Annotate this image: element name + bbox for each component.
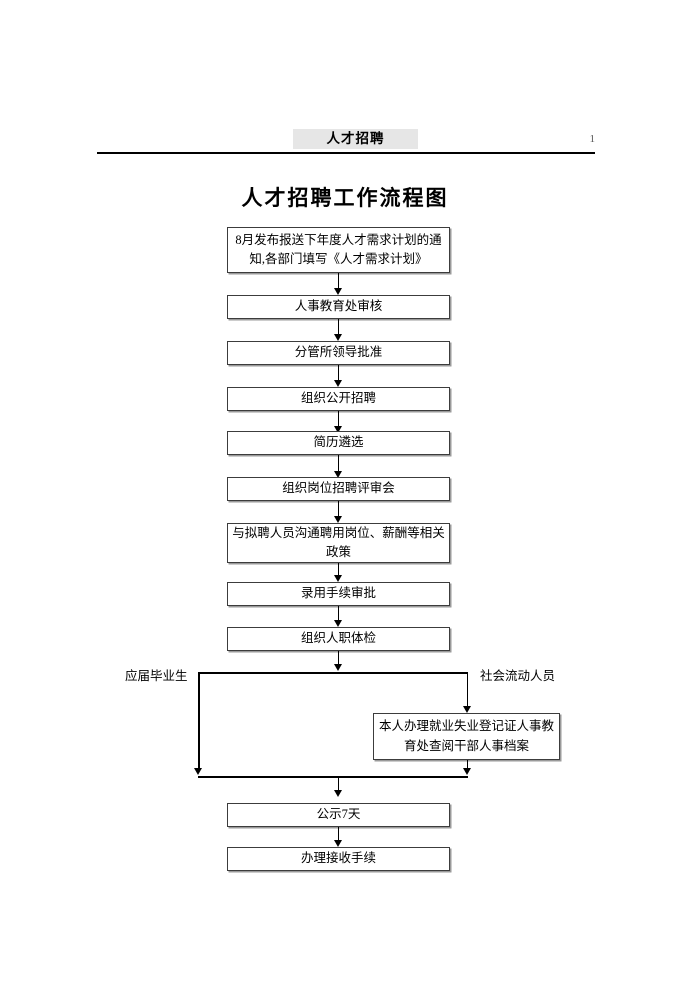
flow-node-label: 人事教育处审核 [294,299,383,314]
header-title: 人才招聘 [293,129,418,149]
connector-n7-n8 [337,563,340,575]
arrowhead-n5-n6 [333,471,342,478]
arrowhead-n1-n2 [333,288,342,295]
branch-label-social-personnel: 社会流动人员 [480,669,556,683]
arrowhead-n3-n4 [333,380,342,387]
flow-node-label: 组织岗位招聘评审会 [282,481,395,496]
flow-node-label: 分管所领导批准 [294,345,383,360]
arrowhead-n6-n7 [333,516,342,523]
connector-n3-n4 [337,365,340,380]
connector-n8-n9 [337,606,340,620]
flow-node-public-recruitment: 组织公开招聘 [227,387,450,411]
split-bar [198,672,468,674]
arrowhead-left-branch [194,768,203,775]
connector-right-branch-bottom [466,760,469,768]
arrowhead-n9-split [333,664,342,671]
flow-node-medical-exam: 组织人职体检 [227,627,450,651]
flow-node-review-meeting: 组织岗位招聘评审会 [227,477,450,501]
flow-node-label: 简历遴选 [313,435,364,450]
flow-node-hr-review: 人事教育处审核 [227,295,450,319]
connector-n4-n5 [337,411,340,426]
connector-n2-n3 [337,319,340,334]
arrowhead-n4-n5 [333,426,342,433]
flow-node-label: 与拟聘人员沟通聘用岗位、薪酬等相关政策 [232,525,445,559]
connector-n9-split [337,651,340,664]
flow-node-public-notice: 公示7天 [227,803,450,827]
page-title: 人才招聘工作流程图 [241,186,449,210]
flow-node-label: 组织公开招聘 [300,391,376,406]
flow-node-label: 办理接收手续 [300,851,376,866]
arrowhead-right-branch-top [462,706,471,713]
flow-node-requirement-plan: 8月发布报送下年度人才需求计划的通知,各部门填写《人才需求计划》 [227,227,450,273]
flow-node-hiring-approval: 录用手续审批 [227,582,450,606]
flow-node-label: 8月发布报送下年度人才需求计划的通知,各部门填写《人才需求计划》 [235,232,442,266]
connector-n6-n7 [337,501,340,516]
page-header: 人才招聘 1 [97,126,595,156]
connector-right-branch-top [466,672,469,706]
arrowhead-n2-n3 [333,334,342,341]
flow-node-label: 录用手续审批 [300,586,376,601]
flow-node-label: 组织人职体检 [300,631,376,646]
branch-label-fresh-graduate: 应届毕业生 [125,669,188,683]
page-number: 1 [589,133,596,145]
flow-node-label: 本人办理就业失业登记证人事教育处查阅干部人事档案 [378,719,554,753]
flow-node-onboarding: 办理接收手续 [227,847,450,871]
flow-node-offer-communication: 与拟聘人员沟通聘用岗位、薪酬等相关政策 [227,523,450,563]
connector-n5-n6 [337,455,340,471]
arrowhead-n8-n9 [333,620,342,627]
connector-n11-n12 [337,827,340,840]
header-divider [97,152,595,154]
flow-node-label: 公示7天 [316,807,361,822]
connector-merge-n11 [337,776,340,790]
arrowhead-right-branch-bottom [462,768,471,775]
connector-left-branch [198,672,200,768]
merge-bar [198,776,468,778]
flow-node-resume-screening: 简历遴选 [227,431,450,455]
flow-node-leader-approval: 分管所领导批准 [227,341,450,365]
connector-n1-n2 [337,273,340,288]
arrowhead-merge-n11 [333,790,342,797]
flow-node-unemployment-registration: 本人办理就业失业登记证人事教育处查阅干部人事档案 [373,713,560,760]
arrowhead-n11-n12 [333,840,342,847]
arrowhead-n7-n8 [333,575,342,582]
